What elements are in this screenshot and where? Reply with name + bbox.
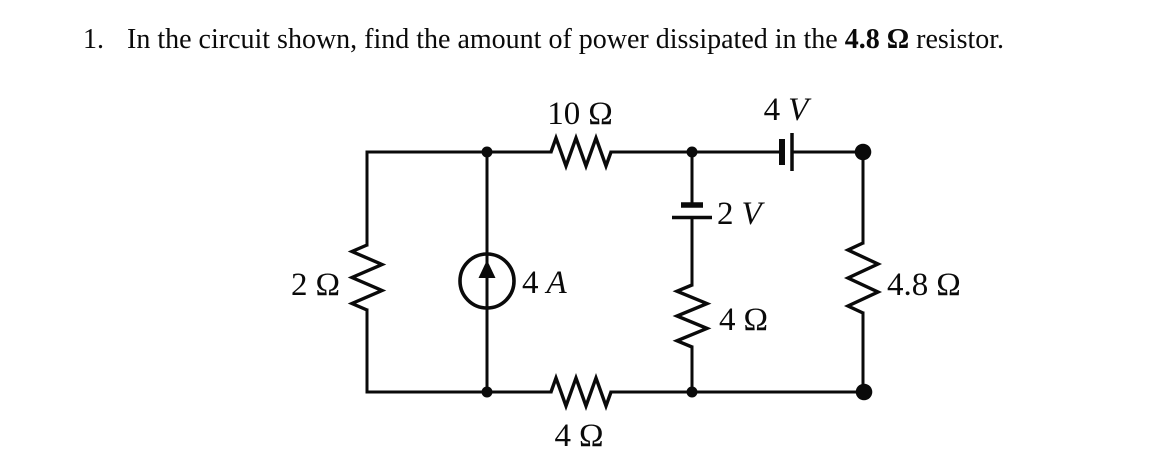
- node-dot: [481, 146, 493, 158]
- problem-text-after: resistor.: [909, 24, 1005, 55]
- node-dot: [686, 386, 698, 398]
- current-arrow-up-icon: [478, 260, 496, 278]
- problem-number: 1.: [83, 24, 104, 55]
- node-dot-large: [854, 143, 872, 161]
- junction-nodes: [481, 143, 873, 401]
- problem-statement: 1. In the circuit shown, find the amount …: [83, 24, 1004, 56]
- highlighted-resistance: 4.8 Ω: [844, 24, 910, 55]
- node-dot-large: [855, 383, 873, 401]
- circuit-wires: [365, 150, 865, 394]
- node-dot: [686, 146, 698, 158]
- node-dot: [481, 386, 493, 398]
- problem-text-before: In the circuit shown, find the amount of…: [127, 24, 845, 55]
